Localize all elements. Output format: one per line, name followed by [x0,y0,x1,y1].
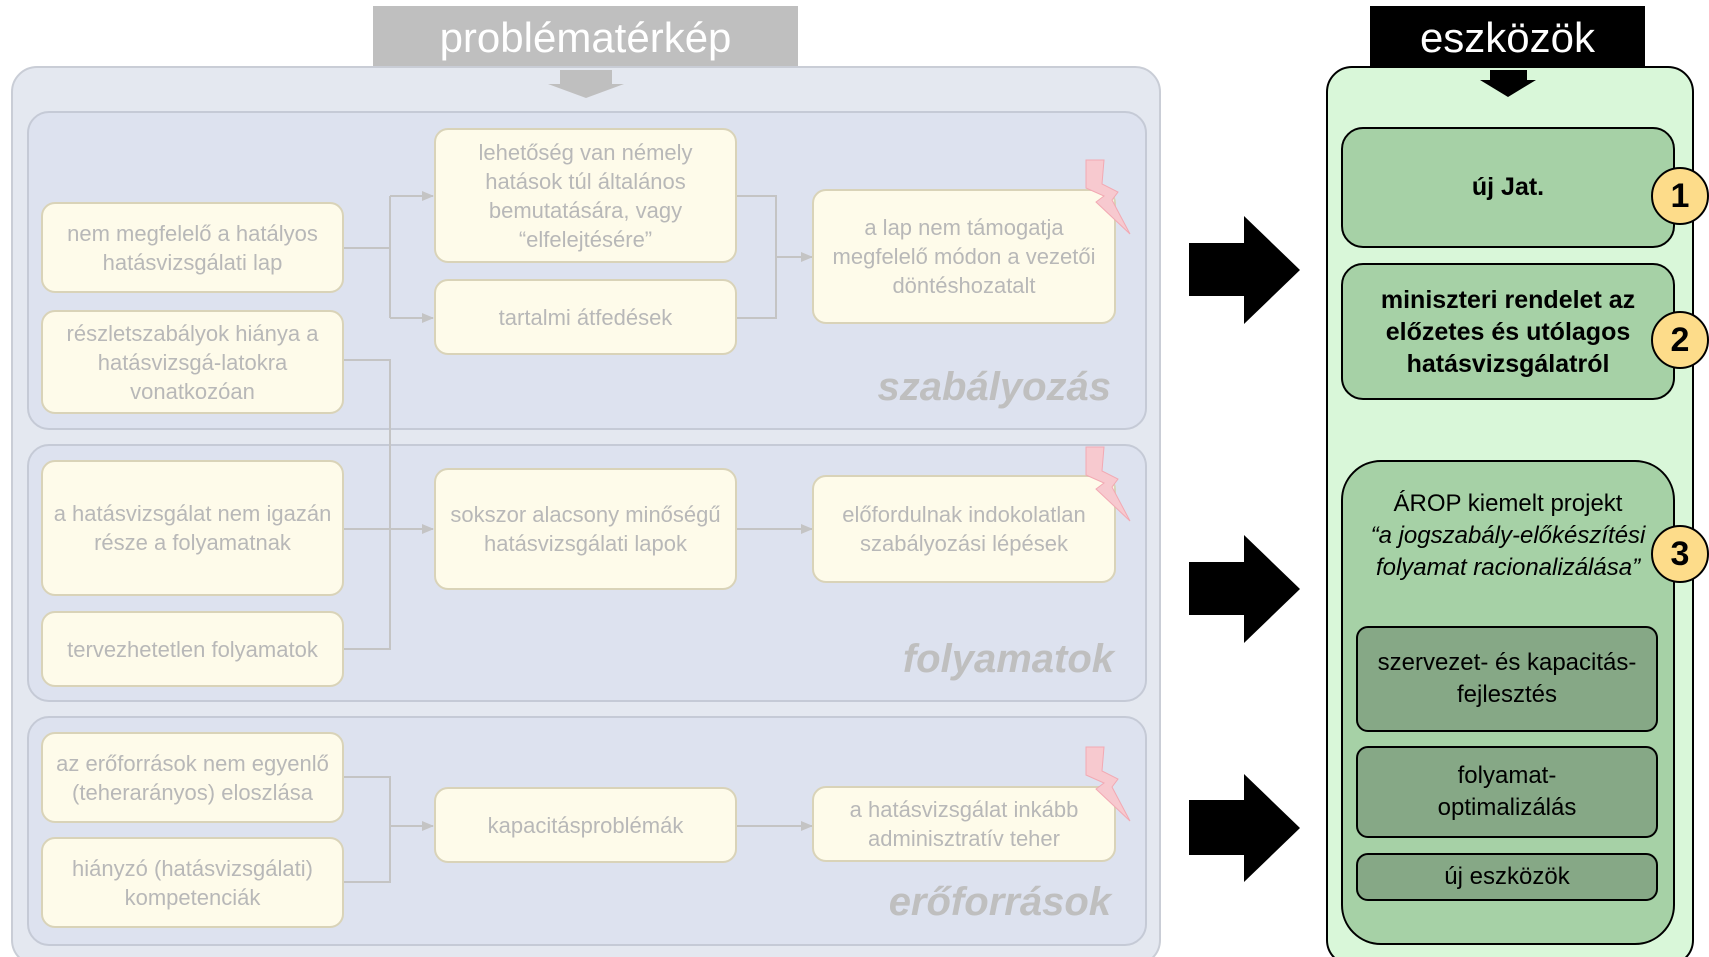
lightning-icon [1085,446,1131,522]
header-eszkozok: eszközök [1370,6,1645,70]
connectors-szabalyozas [344,191,813,323]
effect-box: a hatásvizsgálat inkább adminisztratív t… [812,786,1116,862]
section-label-szabalyozas: szabályozás [877,365,1111,409]
effect-text: előfordulnak indokolatlan szabályozási l… [842,502,1086,556]
tool-item-2: miniszteri rendelet az előzetes és utóla… [1341,263,1675,400]
header-problemterkep: problématérkép [373,6,798,70]
effect-box: előfordulnak indokolatlan szabályozási l… [812,475,1116,583]
arrow-down-icon [548,70,624,98]
section-label-folyamatok: folyamatok [902,637,1114,681]
badge-2: 2 [1651,311,1709,369]
middle-box: tartalmi átfedések [434,279,737,355]
lightning-icon [1085,746,1131,822]
badge-1: 1 [1651,167,1709,225]
middle-text: kapacitásproblémák [487,812,684,838]
connectors-eroforrasok [344,776,813,883]
middle-text: lehetőség van némely hatások túl általán… [478,139,693,252]
section-label-eroforrasok: erőforrások [888,880,1111,924]
arrow-right-icon [1189,535,1300,643]
middle-box: sokszor alacsony minőségű hatásvizsgálat… [434,468,737,590]
cause-box: tervezhetetlen folyamatok [41,611,344,687]
effect-box: a lap nem támogatja megfelelő módon a ve… [812,189,1116,324]
header-right-label: eszközök [1419,14,1596,61]
tool-item-1-label: új Jat. [1471,173,1545,201]
tool-item-3-title: ÁROP kiemelt projekt [1393,490,1623,517]
tool-item-1: új Jat. [1341,127,1675,248]
tool-subitem: szervezet- és kapacitás-fejlesztés [1356,626,1658,732]
cause-box: a hatásvizsgálat nem igazán része a foly… [41,460,344,596]
arrow-right-icon [1189,774,1300,882]
cause-box: hiányzó (hatásvizsgálati) kompetenciák [41,837,344,928]
middle-box: lehetőség van némely hatások túl általán… [434,128,737,263]
cause-text: részletszabályok hiánya a hatásvizsgá-la… [66,320,319,404]
header-left-label: problématérkép [439,14,732,61]
arrow-down-icon [1480,70,1536,97]
tool-subitem-label: új eszközök [1444,863,1570,890]
badge-3: 3 [1651,525,1709,583]
arrow-right-icon [1189,216,1300,324]
connectors-folyamatok [344,359,813,650]
cause-box: az erőforrások nem egyenlő (teherarányos… [41,732,344,823]
badge-3-number: 3 [1670,534,1690,573]
tool-subitem-label: szervezet- és kapacitás-fejlesztés [1377,649,1637,708]
badge-1-number: 1 [1670,176,1690,215]
cause-box: részletszabályok hiánya a hatásvizsgá-la… [41,310,344,414]
middle-text: sokszor alacsony minőségű hatásvizsgálat… [450,502,721,556]
cause-text: az erőforrások nem egyenlő (teherarányos… [56,750,329,805]
cause-text: a hatásvizsgálat nem igazán része a foly… [53,501,332,555]
tool-subitem: új eszközök [1356,853,1658,901]
middle-box: kapacitásproblémák [434,787,737,863]
lightning-icon [1085,159,1131,235]
cause-text: tervezhetetlen folyamatok [67,636,318,662]
cause-text: hiányzó (hatásvizsgálati) kompetenciák [72,855,313,910]
tool-item-2-label: miniszteri rendelet az előzetes és utóla… [1380,285,1636,378]
effect-text: a hatásvizsgálat inkább adminisztratív t… [849,797,1079,851]
cause-box: nem megfelelő a hatályos hatásvizsgálati… [41,202,344,293]
tool-subitem: folyamat-optimalizálás [1356,746,1658,838]
middle-text: tartalmi átfedések [498,304,673,330]
tool-item-3-heading: ÁROP kiemelt projekt “a jogszabály-előké… [1363,488,1653,584]
cause-text: nem megfelelő a hatályos hatásvizsgálati… [67,220,318,275]
tool-subitem-label: folyamat-optimalizálás [1437,762,1577,821]
effect-text: a lap nem támogatja megfelelő módon a ve… [832,215,1096,298]
badge-2-number: 2 [1670,320,1690,359]
tool-item-3-subtitle: “a jogszabály-előkészítési folyamat raci… [1370,522,1646,581]
